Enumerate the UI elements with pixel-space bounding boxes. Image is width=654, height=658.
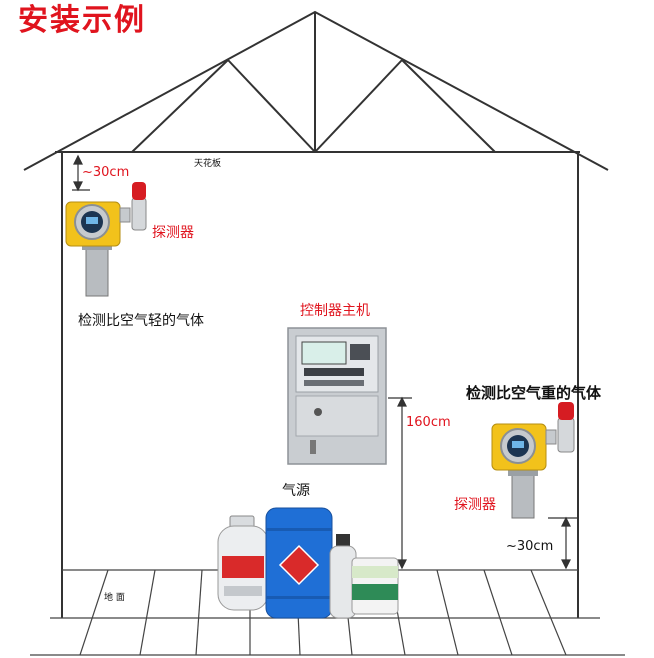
controller-label: 控制器主机 bbox=[300, 303, 370, 319]
light-gas-label: 检测比空气轻的气体 bbox=[78, 313, 204, 329]
roof bbox=[23, 10, 609, 171]
page-title: 安装示例 bbox=[18, 3, 146, 38]
top-distance-label: ~30cm bbox=[82, 165, 130, 180]
detector-right-icon bbox=[491, 402, 575, 519]
floor-label: 地 面 bbox=[104, 593, 125, 603]
bottom-distance-marker bbox=[548, 516, 578, 570]
gas-bottle-icon bbox=[329, 534, 357, 619]
paint-can-icon bbox=[351, 557, 399, 615]
ceiling-label: 天花板 bbox=[194, 159, 222, 169]
controller-height-label: 160cm bbox=[406, 415, 451, 430]
gas-source-label: 气源 bbox=[282, 483, 310, 499]
top-distance-marker bbox=[72, 154, 90, 192]
detector-left-label: 探测器 bbox=[152, 225, 194, 241]
detector-left-icon bbox=[65, 182, 147, 297]
heavy-gas-label: 检测比空气重的气体 bbox=[466, 384, 602, 402]
controller-height-marker bbox=[388, 396, 412, 570]
bottom-distance-label: ~30cm bbox=[506, 539, 554, 554]
walls bbox=[61, 152, 579, 618]
blue-barrel-icon bbox=[265, 507, 333, 619]
controller-icon bbox=[287, 327, 387, 465]
detector-right-label: 探测器 bbox=[454, 497, 496, 513]
gas-cylinder-icon bbox=[217, 515, 269, 611]
